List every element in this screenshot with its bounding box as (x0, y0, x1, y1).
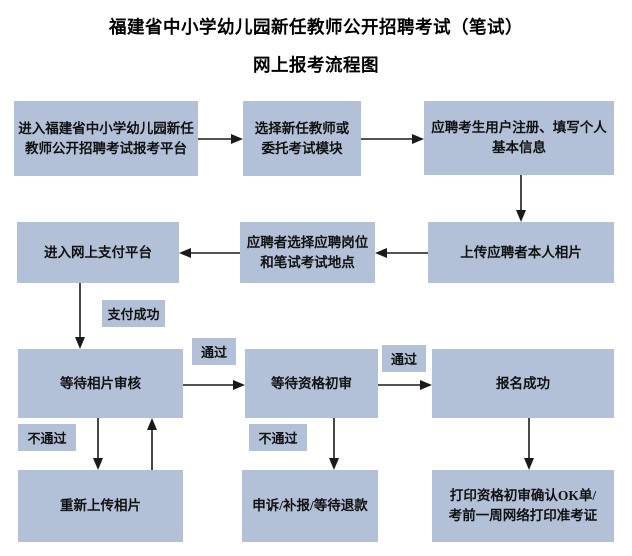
node-select-post-site[interactable]: 应聘者选择应聘岗位 和笔试考试地点 (240, 222, 375, 283)
node-wait-photo-audit[interactable]: 等待相片审核 (18, 349, 183, 418)
arrow-upload-photo-to-select-post-site (375, 248, 428, 258)
arrow-enter-payment-to-wait-photo-audit (75, 283, 85, 349)
edge-label-fail-photo: 不通过 (18, 424, 76, 451)
edge-label-pass-qual: 通过 (382, 345, 426, 372)
arrow-wait-photo-audit-to-wait-qual-audit (183, 380, 245, 390)
node-upload-photo[interactable]: 上传应聘者本人相片 (428, 222, 614, 283)
arrow-select-module-to-register-info (361, 134, 424, 144)
node-signup-success[interactable]: 报名成功 (432, 349, 614, 418)
arrow-register-info-to-upload-photo (516, 175, 526, 222)
edge-label-pass-photo: 通过 (192, 338, 236, 365)
node-wait-qual-audit[interactable]: 等待资格初审 (245, 349, 378, 418)
node-select-module[interactable]: 选择新任教师或 委托考试模块 (243, 101, 361, 176)
arrow-wait-qual-audit-to-appeal-refund (329, 418, 339, 470)
node-enter-payment[interactable]: 进入网上支付平台 (17, 222, 179, 283)
edge-label-fail-qual: 不通过 (249, 424, 307, 451)
arrow-reupload-photo-to-wait-photo-audit (147, 418, 157, 470)
node-print-docs[interactable]: 打印资格初审确认OK单/ 考前一周网络打印准考证 (432, 470, 614, 542)
node-reupload-photo[interactable]: 重新上传相片 (18, 470, 183, 542)
page-title-line2: 网上报考流程图 (253, 55, 379, 75)
page-title-line1: 福建省中小学幼儿园新任教师公开招聘考试（笔试） (109, 17, 523, 37)
arrow-wait-photo-audit-to-reupload-photo (93, 418, 103, 470)
arrow-enter-platform-to-select-module (198, 134, 243, 144)
node-register-info[interactable]: 应聘考生用户注册、填写个人 基本信息 (424, 101, 614, 175)
arrow-signup-success-to-print-docs (524, 418, 534, 470)
edge-label-pay-success: 支付成功 (102, 300, 165, 327)
arrow-wait-qual-audit-to-signup-success (378, 380, 432, 390)
arrow-select-post-site-to-enter-payment (179, 248, 240, 258)
node-enter-platform[interactable]: 进入福建省中小学幼儿园新任 教师公开招聘考试报考平台 (14, 101, 198, 176)
node-appeal-refund[interactable]: 申诉/补报/等待退款 (242, 470, 378, 542)
